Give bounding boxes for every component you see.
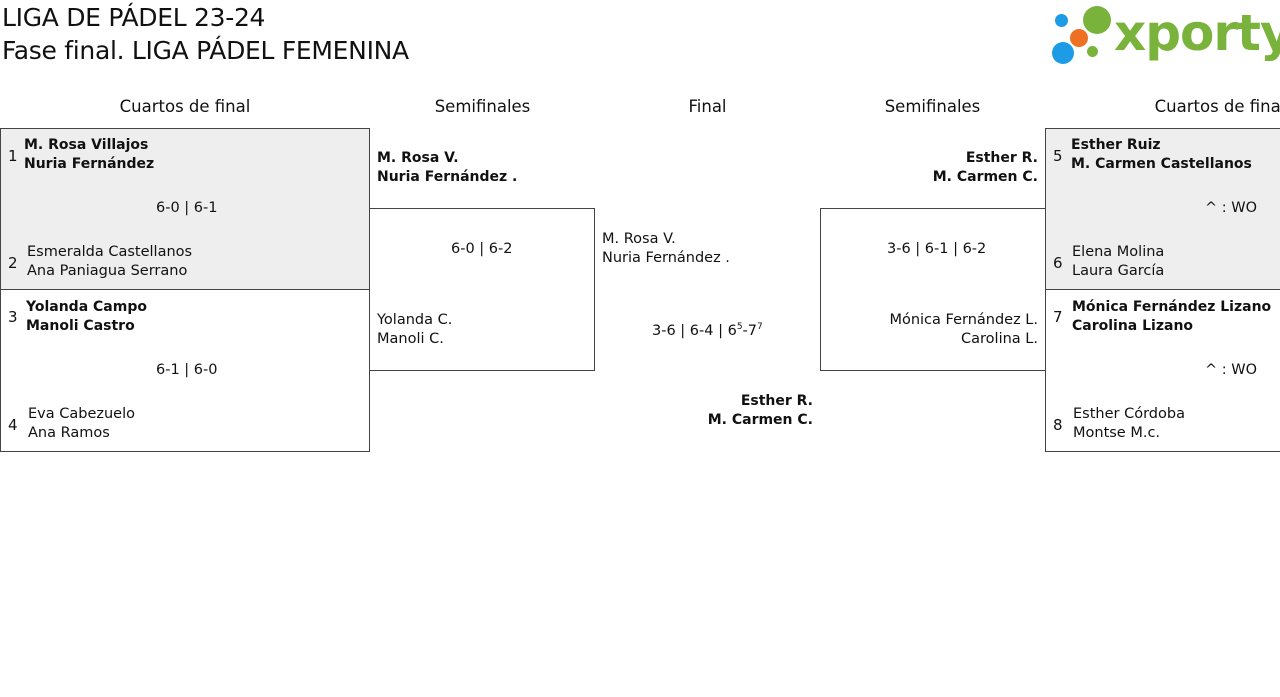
final-team-a-player: Nuria Fernández . (602, 250, 730, 266)
final-team-a-player: M. Rosa V. (602, 231, 676, 247)
match-score: 6-0 | 6-2 (451, 241, 513, 257)
sf-left-match[interactable]: 6-0 | 6-2 Yolanda C. Manoli C. (369, 208, 595, 371)
sf-left-team-a-player: Nuria Fernández . (377, 169, 518, 185)
final-team-b-player: Esther R. (740, 393, 813, 409)
seed-number: 6 (1053, 254, 1063, 272)
player-name: Ana Paniagua Serrano (27, 263, 188, 279)
qf-right-match-1[interactable]: 5 Esther Ruiz M. Carmen Castellanos ^ : … (1045, 128, 1280, 290)
logo-dot-blue-large (1052, 42, 1074, 64)
player-name: Yolanda C. (377, 312, 453, 328)
match-score: 6-0 | 6-1 (156, 200, 218, 216)
logo-dot-green-small (1087, 46, 1098, 57)
player-name: Ana Ramos (28, 425, 110, 441)
player-name: Esther Ruiz (1071, 137, 1161, 153)
player-name: Mónica Fernández L. (889, 312, 1038, 328)
player-name: Elena Molina (1072, 244, 1165, 260)
player-name: Eva Cabezuelo (28, 406, 135, 422)
seed-number: 4 (8, 416, 18, 434)
seed-number: 7 (1053, 308, 1063, 326)
logo-dot-orange (1070, 29, 1088, 47)
player-name: M. Carmen Castellanos (1071, 156, 1252, 172)
player-name: Yolanda Campo (26, 299, 147, 315)
logo-dot-green-large (1083, 6, 1111, 34)
player-name: Laura García (1072, 263, 1165, 279)
column-header-qf-right: Cuartos de final (1154, 97, 1280, 116)
xporty-logo[interactable]: xporty (1050, 4, 1280, 66)
player-name: Mónica Fernández Lizano (1072, 299, 1272, 315)
column-header-final: Final (688, 97, 727, 116)
player-name: Esther Córdoba (1073, 406, 1185, 422)
qf-left-match-2[interactable]: 3 Yolanda Campo Manoli Castro 6-1 | 6-0 … (0, 289, 370, 452)
column-header-sf-left: Semifinales (434, 97, 531, 116)
match-score: ^ : WO (1205, 200, 1258, 216)
logo-dot-blue-small (1055, 14, 1068, 27)
player-name: Esmeralda Castellanos (27, 244, 193, 260)
match-score: ^ : WO (1205, 362, 1258, 378)
player-name: Nuria Fernández (24, 156, 155, 172)
player-name: Carolina Lizano (1072, 318, 1194, 334)
sf-right-match[interactable]: 3-6 | 6-1 | 6-2 Mónica Fernández L. Caro… (820, 208, 1046, 371)
column-header-sf-right: Semifinales (884, 97, 981, 116)
seed-number: 2 (8, 254, 18, 272)
sf-right-team-a-player: Esther R. (965, 150, 1038, 166)
player-name: Manoli C. (377, 331, 444, 347)
page-title: LIGA DE PÁDEL 23-24 (2, 3, 266, 32)
final-score: 3-6 | 6-4 | 65-77 (652, 322, 763, 339)
seed-number: 3 (8, 308, 18, 326)
qf-right-match-2[interactable]: 7 Mónica Fernández Lizano Carolina Lizan… (1045, 289, 1280, 452)
match-score: 6-1 | 6-0 (156, 362, 218, 378)
player-name: M. Rosa Villajos (24, 137, 149, 153)
qf-left-match-1[interactable]: 1 M. Rosa Villajos Nuria Fernández 6-0 |… (0, 128, 370, 290)
final-team-b-player: M. Carmen C. (707, 412, 813, 428)
seed-number: 1 (8, 147, 18, 165)
sf-left-team-a-player: M. Rosa V. (377, 150, 459, 166)
sf-right-team-a-player: M. Carmen C. (932, 169, 1038, 185)
player-name: Manoli Castro (26, 318, 135, 334)
seed-number: 8 (1053, 416, 1063, 434)
seed-number: 5 (1053, 147, 1063, 165)
logo-wordmark: xporty (1114, 4, 1280, 62)
player-name: Montse M.c. (1073, 425, 1161, 441)
column-header-qf-left: Cuartos de final (119, 97, 251, 116)
player-name: Carolina L. (961, 331, 1038, 347)
page-subtitle: Fase final. LIGA PÁDEL FEMENINA (2, 36, 409, 65)
match-score: 3-6 | 6-1 | 6-2 (887, 241, 987, 257)
